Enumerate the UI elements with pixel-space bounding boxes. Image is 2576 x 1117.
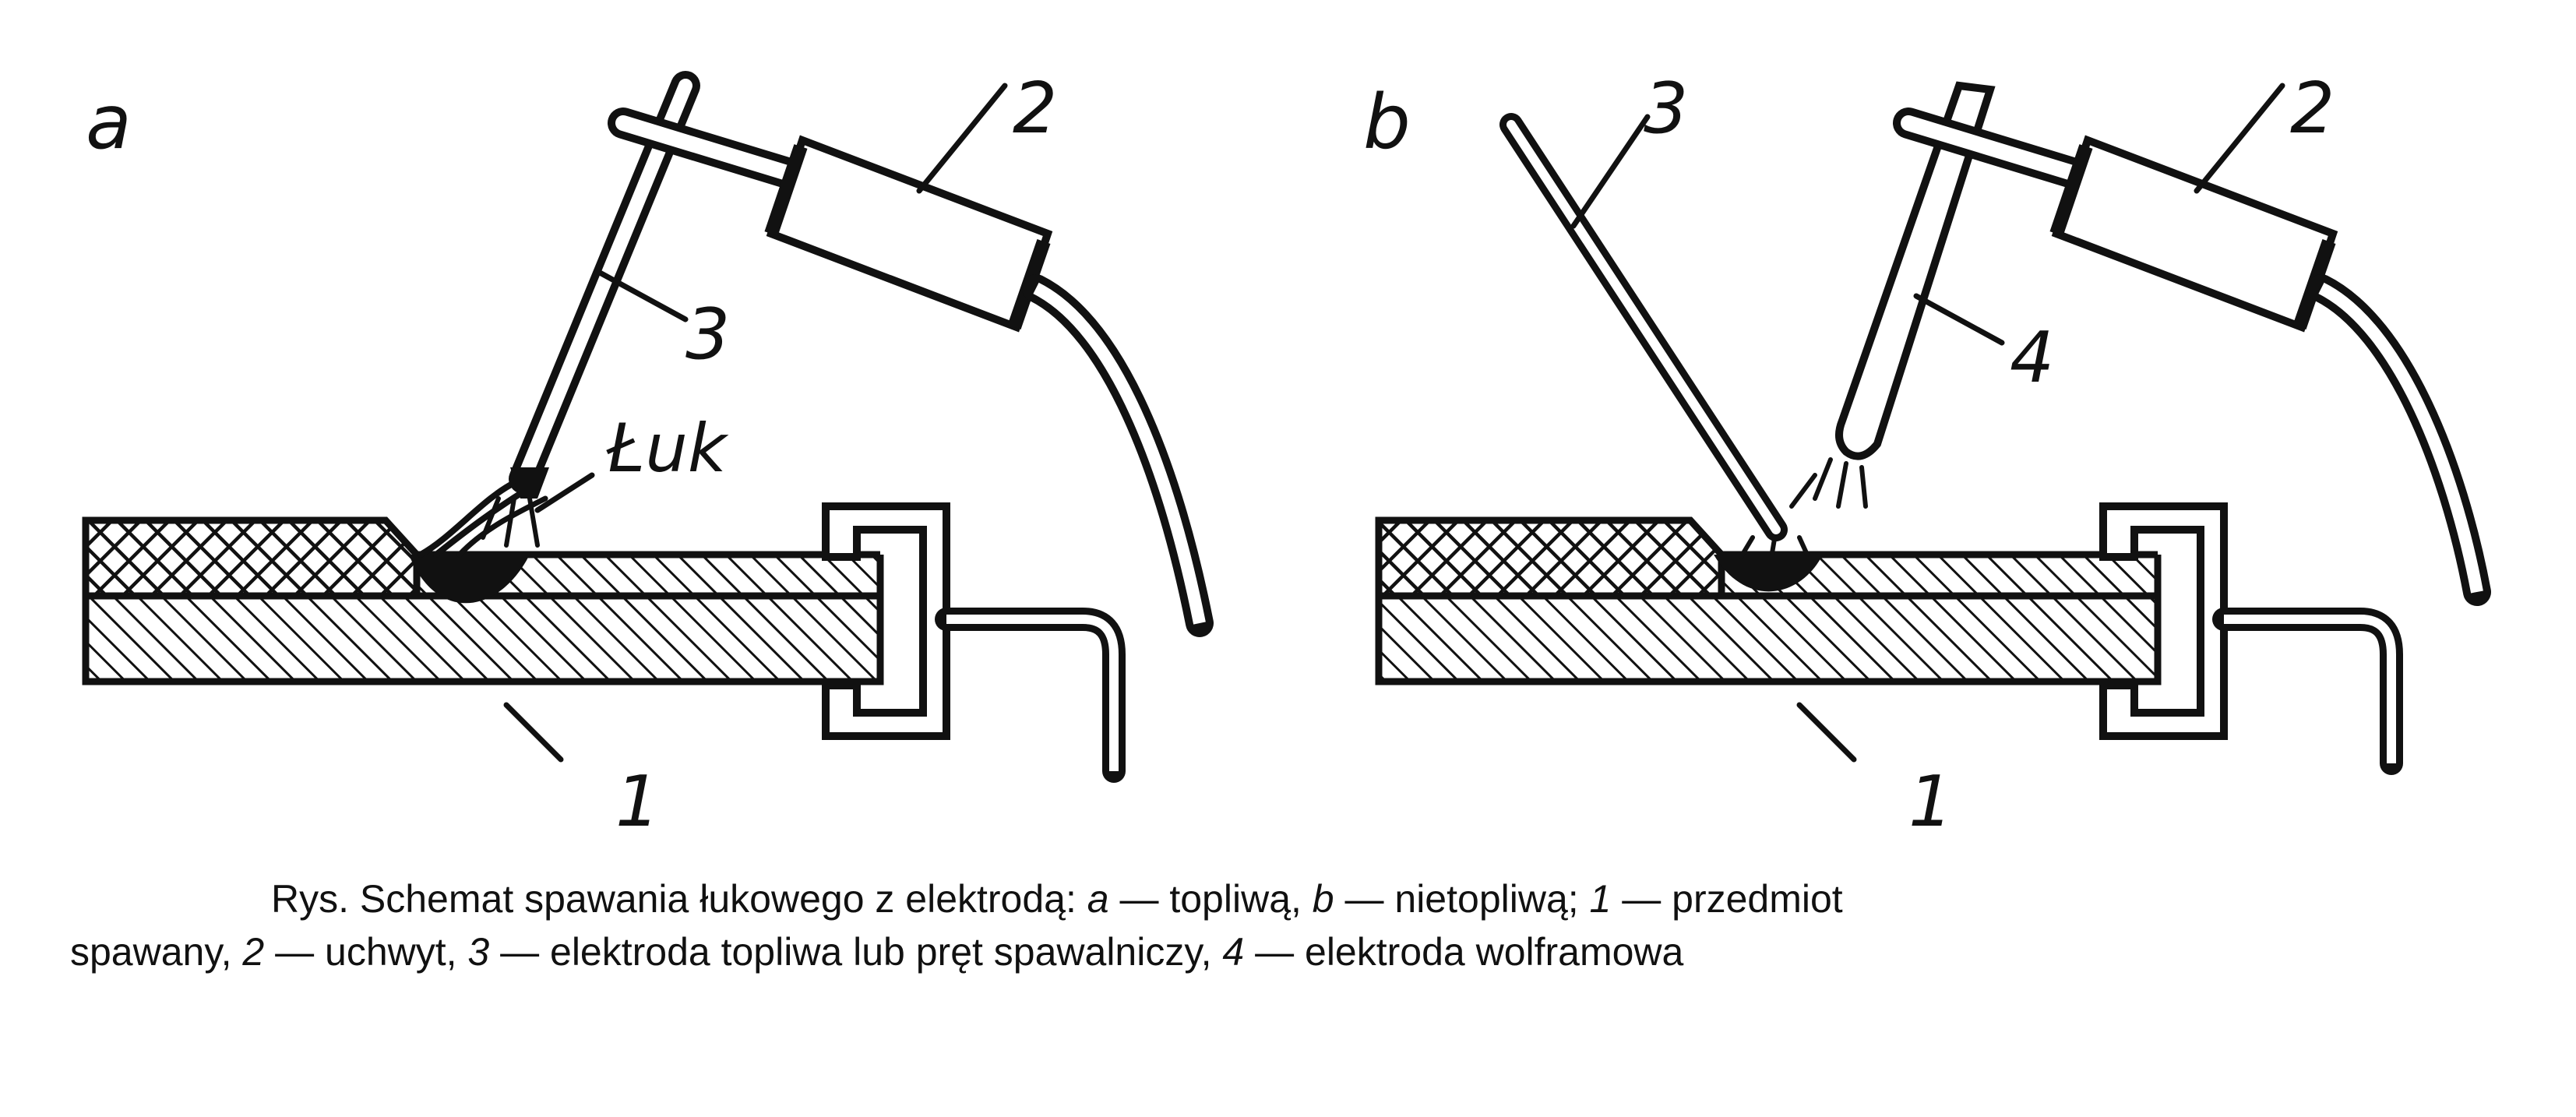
- caption-text-b: — nietopliwą;: [1334, 877, 1590, 921]
- label-b-3: 3: [1644, 68, 1688, 150]
- weld-pool-a: [409, 480, 548, 604]
- workpiece-a: [82, 516, 884, 685]
- holder-b: [1893, 107, 2338, 333]
- caption-key-1: 1: [1589, 877, 1612, 921]
- caption-line-2: spawany, 2 — uchwyt, 3 — elektroda topli…: [70, 925, 2469, 978]
- electrode-a: [509, 71, 700, 499]
- ground-clamp-b: [2099, 502, 2403, 775]
- panel-b-letter: b: [1363, 79, 1411, 166]
- label-b-1: 1: [1908, 761, 1953, 843]
- label-a-1: 1: [615, 761, 660, 843]
- cable-b: [2307, 274, 2491, 606]
- panel-a: a: [82, 68, 1214, 843]
- holder-a: [608, 107, 1053, 333]
- filler-rod-b: [1499, 113, 1788, 541]
- figure-caption: Rys. Schemat spawania łukowego z elektro…: [70, 872, 2469, 978]
- caption-text-3: — elektroda topliwa lub pręt spawalniczy…: [489, 930, 1223, 974]
- cable-a: [1022, 274, 1214, 637]
- caption-key-b: b: [1312, 877, 1334, 921]
- caption-line-1: Rys. Schemat spawania łukowego z elektro…: [70, 872, 2469, 925]
- caption-key-3: 3: [467, 930, 490, 974]
- workpiece-b: [1375, 516, 2162, 685]
- label-b-2: 2: [2290, 68, 2335, 150]
- caption-intro: Rys. Schemat spawania łukowego z elektro…: [271, 877, 1087, 921]
- caption-text-a: — topliwą,: [1108, 877, 1313, 921]
- label-arc: Łuk: [606, 410, 729, 488]
- caption-text-1: — przedmiot: [1611, 877, 1843, 921]
- panel-a-letter: a: [86, 79, 132, 166]
- label-a-3: 3: [685, 294, 730, 375]
- caption-key-a: a: [1087, 877, 1109, 921]
- caption-text-4: — elektroda wolframowa: [1244, 930, 1684, 974]
- caption-text-1b: spawany,: [70, 930, 243, 974]
- caption-text-2: — uchwyt,: [264, 930, 468, 974]
- label-b-4: 4: [2010, 317, 2054, 399]
- tungsten-electrode-b: [1789, 81, 1996, 509]
- label-a-2: 2: [1013, 68, 1057, 150]
- ground-clamp-a: [822, 502, 1126, 783]
- caption-key-2: 2: [242, 930, 265, 974]
- caption-key-4: 4: [1222, 930, 1245, 974]
- panel-b: b: [1363, 68, 2491, 843]
